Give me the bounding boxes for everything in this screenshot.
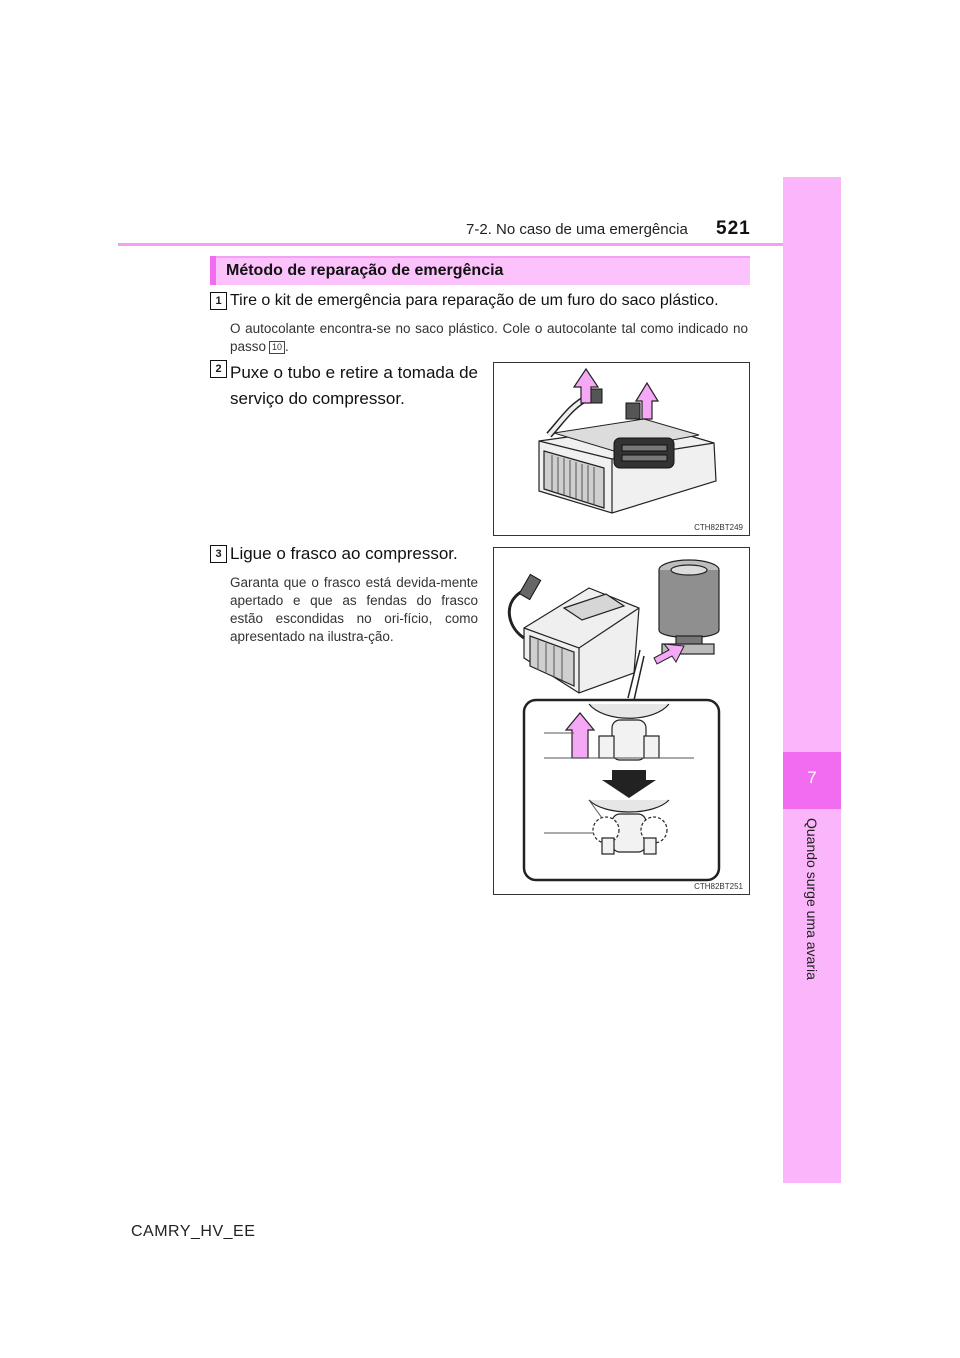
section-title: 7-2. No caso de uma emergência [466, 221, 688, 238]
chapter-number: 7 [807, 768, 817, 787]
figure-code: CTH82BT251 [694, 882, 743, 891]
step-1-note-text: O autocolante encontra-se no saco plásti… [230, 321, 748, 354]
step-3-badge: 3 [210, 545, 227, 563]
heading-accent [210, 256, 216, 285]
step-2-badge: 2 [210, 360, 227, 378]
bottle-connection-illustration: CTH82BT251 [493, 547, 750, 895]
figure-code: CTH82BT249 [694, 523, 743, 532]
compressor-illustration: CTH82BT249 [493, 362, 750, 536]
section-heading: Método de reparação de emergência [226, 262, 504, 279]
step-2-text: Puxe o tubo e retire a tomada de serviço… [230, 363, 478, 408]
step-1-badge: 1 [210, 292, 227, 310]
step-reference-box: 10 [269, 341, 286, 354]
footer-model-code: CAMRY_HV_EE [131, 1223, 256, 1240]
section-heading-bar [210, 256, 750, 285]
chapter-number-box [783, 752, 841, 809]
chapter-side-tab [783, 177, 841, 1183]
chapter-label: Quando surge uma avaria [783, 818, 841, 1018]
step-1-text: Tire o kit de emergência para reparação … [230, 292, 719, 309]
step-3-note: Garanta que o frasco está devida-mente a… [230, 575, 478, 644]
step-3-text: Ligue o frasco ao compressor. [230, 544, 458, 563]
bottle-drawing [507, 559, 721, 882]
step-1-note-end: . [285, 339, 289, 354]
chapter-label-text: Quando surge uma avaria [804, 818, 820, 980]
header-divider [118, 243, 840, 246]
page-number: 521 [716, 218, 751, 239]
step-1-note: O autocolante encontra-se no saco plásti… [230, 320, 748, 356]
compressor-drawing [538, 367, 717, 514]
